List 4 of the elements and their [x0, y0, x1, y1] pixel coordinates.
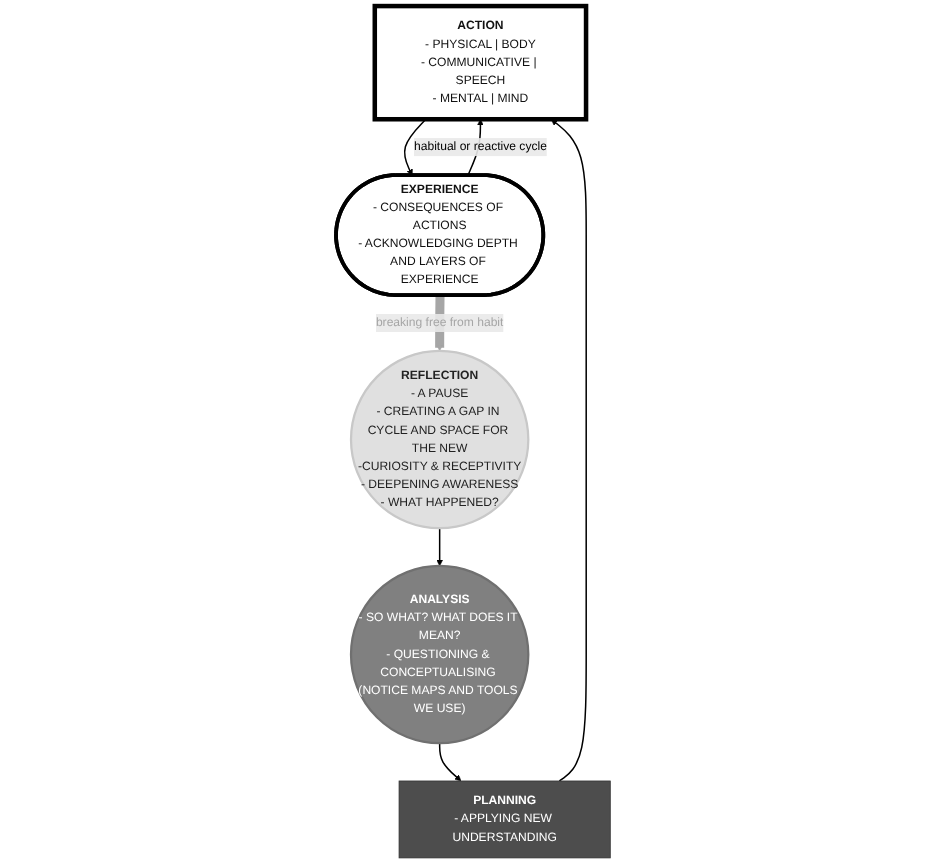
arrow [551, 118, 588, 782]
arrow [439, 742, 463, 782]
arrow [437, 527, 444, 567]
arrow [404, 118, 428, 176]
